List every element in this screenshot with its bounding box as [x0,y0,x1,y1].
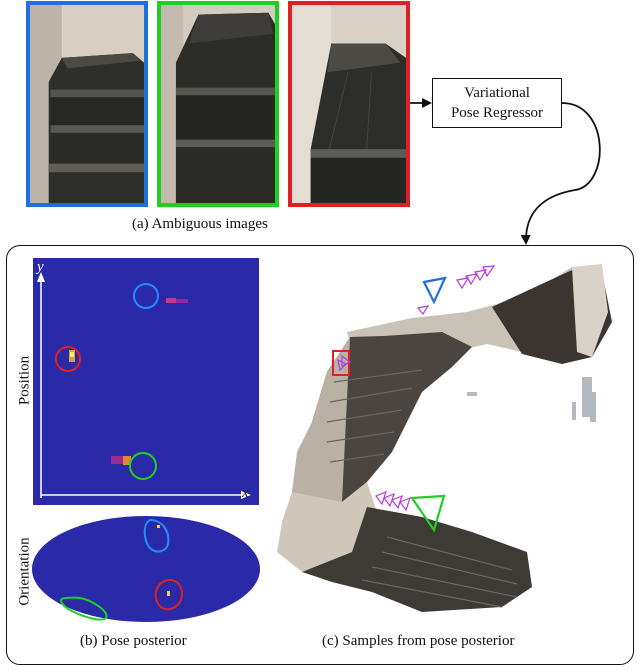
red-density-core [70,352,74,357]
point-cloud-fragments [467,377,596,422]
ambiguous-image-blue [26,1,148,207]
upper-right-wall [572,264,608,357]
caption-pose-posterior: (b) Pose posterior [80,633,187,649]
caption-ambiguous-images: (a) Ambiguous images [132,216,268,232]
posterior-panel [6,245,634,665]
regressor-line-2: Pose Regressor [450,105,544,121]
lower-left-wall [277,482,377,572]
stairs-photo-green [161,5,275,203]
ambiguous-image-red [288,1,410,207]
x-axis-label: x [242,485,249,501]
magenta-samples-green [375,490,411,512]
main-stair-steps [326,369,423,463]
green-position-circle [129,452,157,480]
magenta-samples-red [337,354,352,372]
orientation-label: Orientation [16,537,33,606]
orientation-sphere [32,516,260,622]
x-axis-arrowhead [241,491,251,499]
blue-position-circle [133,283,159,309]
green-density-tail [111,456,129,464]
lower-stair-flight [302,507,532,612]
blue-orientation-contour [143,518,170,553]
blue-orientation-peak [157,525,160,528]
magenta-samples-blue [416,265,496,316]
main-stair-flight [312,332,472,502]
ambiguous-image-green [157,1,279,207]
stairs-photo-blue [30,5,144,203]
red-position-circle [55,346,81,372]
orientation-plot [32,516,260,622]
blue-density-tail [176,299,188,303]
red-orientation-contour [154,578,184,611]
y-axis-arrowhead [37,272,45,282]
blue-camera-triangle [422,276,447,305]
lower-stair-steps [361,536,518,608]
y-axis-label: y [37,259,44,275]
left-stair-wall [292,337,350,512]
green-orientation-contour [60,596,108,621]
variational-pose-regressor-box: Variational Pose Regressor [432,78,562,128]
position-heatmap [33,258,259,505]
caption-samples-from-pose-posterior: (c) Samples from pose posterior [322,633,515,649]
position-heatmap-plot [37,272,251,499]
regressor-line-1: Variational [464,85,530,101]
green-camera-edge [411,497,435,531]
green-density-spot [123,456,131,465]
arrow-regressor-to-samples [520,102,601,245]
red-orientation-peak [167,591,170,596]
stairs-photo-red [292,5,406,203]
position-label: Position [16,355,33,406]
blue-density-spot [166,298,176,303]
reconstruction-view [277,264,612,612]
